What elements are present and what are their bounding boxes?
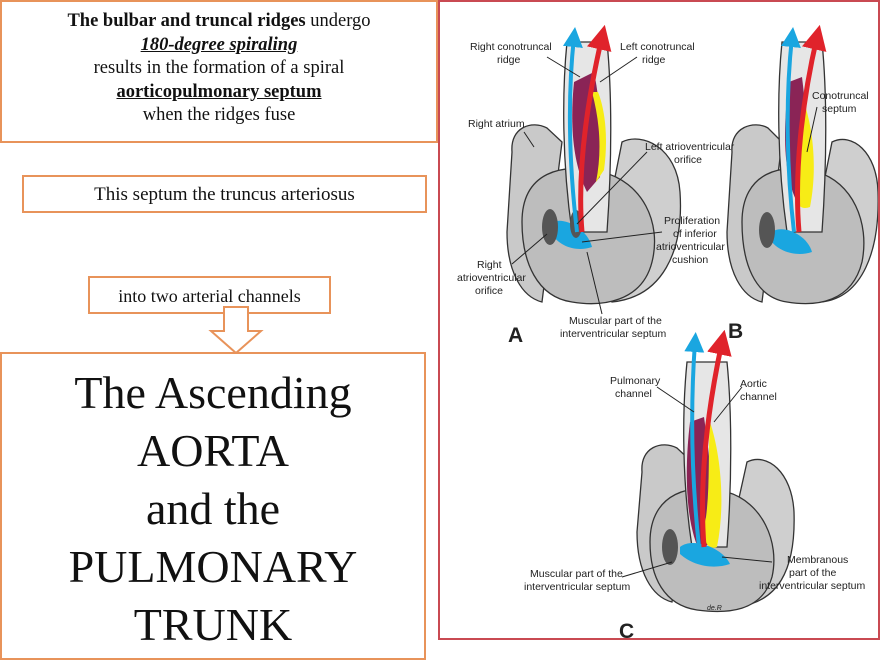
down-arrow-icon — [208, 306, 264, 355]
label-aortic-channel-2: channel — [740, 391, 777, 403]
label-right-av-orifice-2: atrioventricular — [457, 272, 526, 284]
heart-a — [506, 24, 682, 305]
leader-lines — [511, 56, 818, 578]
label-right-conotruncal-ridge-2: ridge — [497, 54, 521, 66]
label-signature: de.R — [707, 605, 722, 612]
result-line-5: TRUNK — [133, 599, 293, 650]
result-line-3: and the — [145, 483, 281, 534]
intro-line-1: The bulbar and truncal ridges undergo — [67, 11, 371, 31]
label-aortic-channel-1: Aortic — [740, 378, 767, 390]
panel-label-b: B — [728, 320, 743, 343]
label-left-av-orifice-1: Left atrioventricular — [645, 141, 735, 153]
label-proliferation-2: of inferior — [673, 228, 717, 240]
result-text-box: The Ascending AORTA and the PULMONARY TR… — [0, 352, 426, 660]
septum-text-box: This septum the truncus arteriosus — [22, 175, 427, 213]
label-right-conotruncal-ridge-1: Right conotruncal — [470, 41, 552, 53]
result-line-4: PULMONARY — [68, 541, 358, 592]
label-membranous-part-2: part of the — [789, 567, 836, 579]
heart-diagram: Right conotruncal ridge Left conotruncal… — [457, 24, 879, 643]
label-right-av-orifice-3: orifice — [475, 285, 503, 297]
channels-text-box: into two arterial channels — [88, 276, 331, 314]
label-muscular-part-a-1: Muscular part of the — [569, 315, 662, 327]
label-left-conotruncal-ridge-1: Left conotruncal — [620, 41, 695, 53]
heart-c — [636, 329, 795, 613]
label-conotruncal-septum-2: septum — [822, 103, 857, 115]
label-proliferation-3: atrioventricular — [656, 241, 725, 253]
intro-line-4: aorticopulmonary septum — [116, 81, 322, 102]
label-muscular-part-c-1: Muscular part of the — [530, 568, 623, 580]
intro-line-5: when the ridges fuse — [142, 105, 296, 125]
label-proliferation-4: cushion — [672, 254, 708, 266]
label-membranous-part-1: Membranous — [787, 554, 848, 566]
label-membranous-part-3: interventricular septum — [759, 580, 865, 592]
panel-label-a: A — [508, 324, 523, 347]
intro-text-box: The bulbar and truncal ridges undergo 18… — [0, 0, 438, 143]
label-muscular-part-c-2: interventricular septum — [524, 581, 630, 593]
intro-line-2: 180-degree spiraling — [140, 34, 298, 55]
label-pulmonary-channel-2: channel — [615, 388, 652, 400]
label-proliferation-1: Proliferation — [664, 215, 720, 227]
panel-label-c: C — [619, 620, 634, 638]
figure-labels: Right conotruncal ridge Left conotruncal… — [457, 41, 869, 612]
heart-septation-figure: Right conotruncal ridge Left conotruncal… — [438, 0, 880, 643]
label-right-atrium: Right atrium — [468, 118, 525, 130]
result-line-2: AORTA — [137, 425, 289, 476]
label-left-av-orifice-2: orifice — [674, 154, 702, 166]
label-right-av-orifice-1: Right — [477, 259, 502, 271]
label-pulmonary-channel-1: Pulmonary — [610, 375, 661, 387]
label-muscular-part-a-2: interventricular septum — [560, 328, 666, 340]
heart-b — [726, 24, 879, 305]
result-line-1: The Ascending — [74, 367, 352, 418]
intro-line-3: results in the formation of a spiral — [93, 58, 345, 78]
label-left-conotruncal-ridge-2: ridge — [642, 54, 666, 66]
label-conotruncal-septum-1: Conotruncal — [812, 90, 869, 102]
